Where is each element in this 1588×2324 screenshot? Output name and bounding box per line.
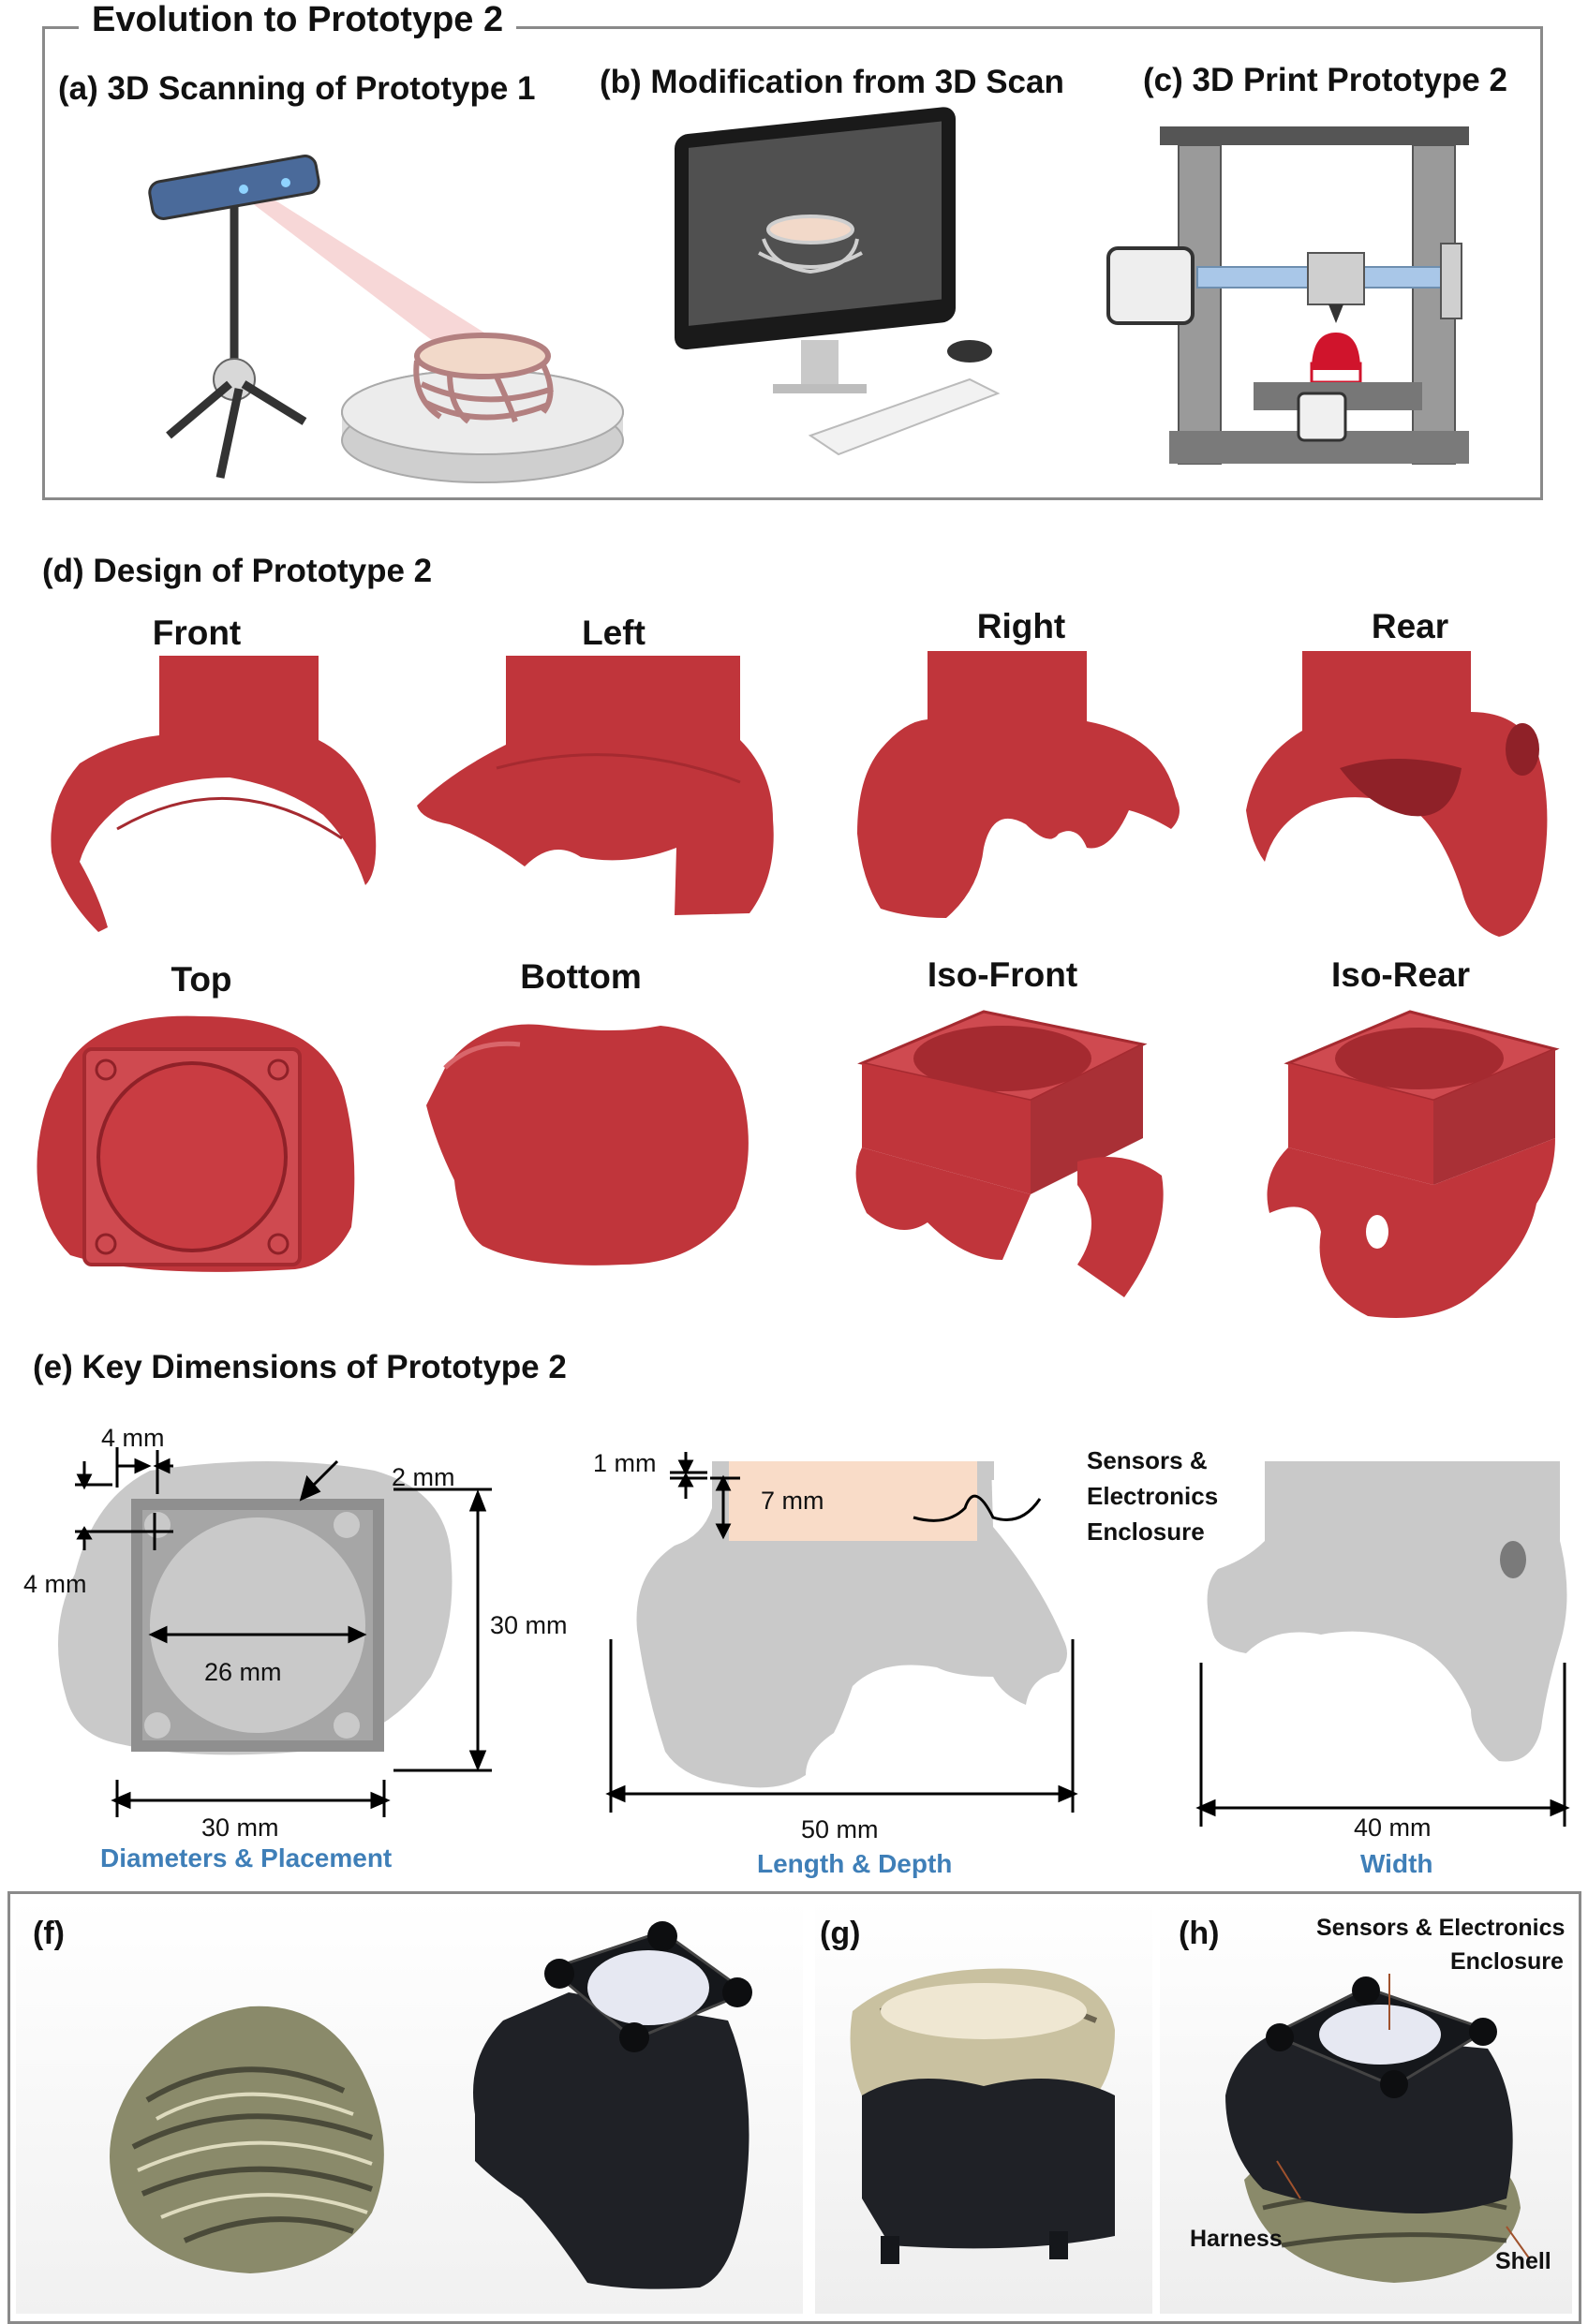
- scanner-illustration: [148, 155, 624, 483]
- view-label-rear: Rear: [1371, 607, 1449, 645]
- dimensions-title: (e) Key Dimensions of Prototype 2: [33, 1349, 567, 1385]
- annotation-shell: Shell: [1495, 2248, 1551, 2274]
- control-box: [1106, 246, 1195, 325]
- diagram-width: [1195, 1461, 1570, 1827]
- dim-circle: [150, 1517, 365, 1733]
- photo-f-shell: [110, 2006, 384, 2273]
- evolution-title: Evolution to Prototype 2: [79, 0, 517, 40]
- design-title: (d) Design of Prototype 2: [42, 553, 433, 589]
- model-right-view: [857, 651, 1180, 918]
- model-top-view: [37, 1015, 355, 1272]
- panel-a-label: (a) 3D Scanning of Prototype 1: [58, 70, 536, 107]
- view-label-front: Front: [152, 614, 242, 652]
- dim-26mm: 26 mm: [204, 1658, 282, 1686]
- view-label-right: Right: [976, 607, 1066, 645]
- dim-50mm: 50 mm: [801, 1815, 879, 1843]
- annotation-harness: Harness: [1190, 2226, 1283, 2252]
- prototype-1-cage: [413, 333, 554, 424]
- model-rear-view: [1246, 651, 1548, 937]
- view-label-iso-front: Iso-Front: [927, 955, 1078, 994]
- extruder: [1307, 252, 1365, 305]
- model-iso-front-view: [855, 1010, 1164, 1297]
- dim-40mm: 40 mm: [1354, 1813, 1432, 1842]
- view-label-left: Left: [582, 614, 646, 652]
- model-left-view: [417, 656, 774, 915]
- view-label-bottom: Bottom: [520, 957, 642, 996]
- photo-g: [815, 1899, 1152, 2314]
- panel-c-label: (c) 3D Print Prototype 2: [1143, 62, 1507, 98]
- dim-30mm-horizontal: 30 mm: [201, 1813, 279, 1842]
- dim-7mm: 7 mm: [761, 1487, 824, 1515]
- monitor-stand: [801, 340, 839, 387]
- diagram-length-depth: [605, 1452, 1078, 1813]
- screen-model: [758, 215, 863, 274]
- enclosure-box: [729, 1461, 977, 1541]
- dim-2mm: 2 mm: [392, 1463, 455, 1491]
- model-iso-rear-view: [1267, 1010, 1560, 1318]
- photo-g-label: (g): [820, 1916, 861, 1951]
- caption-length-depth: Length & Depth: [757, 1849, 953, 1878]
- view-label-top: Top: [171, 960, 232, 999]
- model-front-view: [51, 656, 377, 932]
- photos-frame: [7, 1891, 1581, 2324]
- printed-part: [1312, 333, 1360, 370]
- scanner-head: [148, 155, 320, 220]
- model-bottom-view: [426, 1024, 749, 1266]
- dim-30mm-vertical: 30 mm: [490, 1611, 568, 1639]
- photo-h: [1160, 1899, 1572, 2314]
- photo-h-label: (h): [1179, 1916, 1220, 1951]
- computer-illustration: [675, 107, 1001, 456]
- photo-g-assembly: [850, 1968, 1115, 2264]
- printer-illustration: [1106, 126, 1469, 465]
- evolution-frame: [42, 26, 1543, 500]
- scan-beam: [244, 189, 543, 370]
- photo-h-assembly: [1225, 1974, 1531, 2283]
- photo-f-label: (f): [33, 1916, 65, 1951]
- dim-4mm-left: 4 mm: [23, 1570, 87, 1598]
- keyboard: [808, 377, 1001, 456]
- diagram-diameters-placement: [58, 1447, 492, 1817]
- enclosure-label: Sensors & Electronics Enclosure: [1087, 1446, 1219, 1546]
- photo-f: [16, 1899, 803, 2314]
- annotation-enclosure-line1: Sensors & Electronics: [1316, 1915, 1566, 1941]
- dim-4mm-top: 4 mm: [101, 1424, 165, 1452]
- mouse: [947, 340, 992, 363]
- dim-1mm: 1 mm: [593, 1449, 657, 1477]
- view-label-iso-rear: Iso-Rear: [1330, 955, 1471, 994]
- caption-width: Width: [1360, 1849, 1433, 1878]
- caption-diameters-placement: Diameters & Placement: [100, 1843, 393, 1873]
- printer-top: [1160, 126, 1469, 145]
- panel-b-label: (b) Modification from 3D Scan: [600, 64, 1064, 100]
- photo-f-harness: [473, 1921, 752, 2289]
- annotation-enclosure-line2: Enclosure: [1450, 1948, 1564, 1975]
